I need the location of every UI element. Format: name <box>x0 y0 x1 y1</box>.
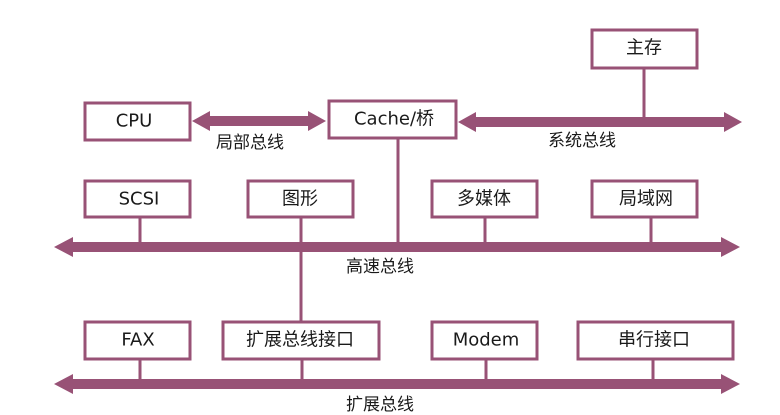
high-speed-bus-label: 高速总线 <box>346 257 414 277</box>
expansion-bus-interface-box: 扩展总线接口 <box>221 320 381 361</box>
expansion-bus-label: 扩展总线 <box>346 395 414 415</box>
expansion-bus-arrow <box>54 374 740 394</box>
lan-label: 局域网 <box>619 189 673 210</box>
multimedia-label: 多媒体 <box>457 189 511 210</box>
scsi-box: SCSI <box>83 179 192 219</box>
scsi-label: SCSI <box>119 189 160 210</box>
system-bus-arrow <box>458 112 742 132</box>
fax-label: FAX <box>121 330 154 351</box>
local-bus-label: 局部总线 <box>216 133 284 153</box>
graphics-label: 图形 <box>282 189 318 210</box>
system-bus-label: 系统总线 <box>548 131 616 151</box>
multimedia-box: 多媒体 <box>430 179 539 219</box>
serial-interface-label: 串行接口 <box>618 330 690 351</box>
fax-box: FAX <box>83 320 192 361</box>
main-memory-label: 主存 <box>626 38 662 59</box>
expansion-bus-interface-label: 扩展总线接口 <box>246 330 354 351</box>
high-speed-bus-arrow <box>54 237 740 257</box>
graphics-box: 图形 <box>246 179 355 219</box>
modem-box: Modem <box>430 320 539 361</box>
lan-box: 局域网 <box>590 179 699 219</box>
cache-bridge-label: Cache/桥 <box>354 109 434 130</box>
local-bus-arrow <box>192 111 326 131</box>
main-memory-box: 主存 <box>590 28 699 70</box>
cache-bridge-box: Cache/桥 <box>327 99 458 140</box>
serial-interface-box: 串行接口 <box>576 320 735 361</box>
modem-label: Modem <box>453 330 520 351</box>
cpu-label: CPU <box>116 111 153 132</box>
cpu-box: CPU <box>83 101 192 142</box>
